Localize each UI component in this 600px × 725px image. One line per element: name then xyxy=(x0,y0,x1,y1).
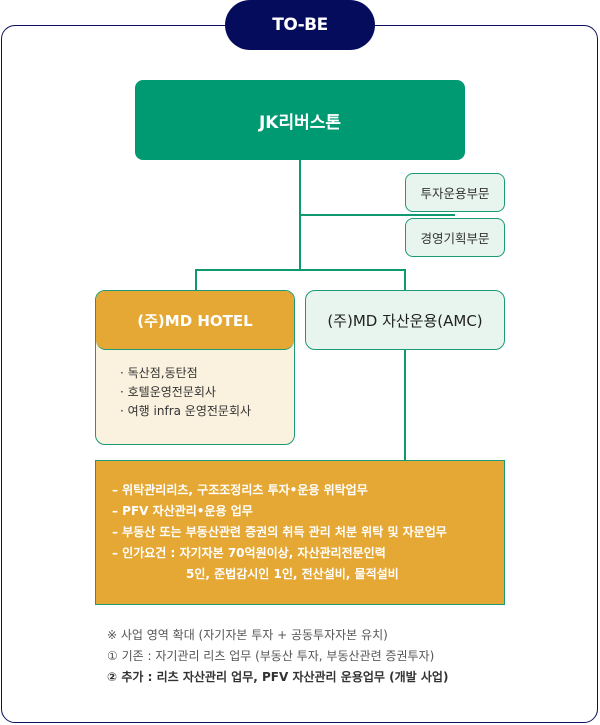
to-be-badge: TO-BE xyxy=(225,0,375,50)
connector-line xyxy=(195,269,197,290)
connector-line xyxy=(404,269,406,290)
connector-line xyxy=(404,350,406,460)
hotel-item: · 호텔운영전문회사 xyxy=(120,385,216,399)
hotel-title: (주)MD HOTEL xyxy=(96,291,294,350)
note: ① 기존 : 자기관리 리츠 업무 (부동산 투자, 부동산관련 증권투자) xyxy=(107,649,435,663)
business-line: – 부동산 또는 부동산관련 증권의 취득 관리 처분 위탁 및 자문업무 xyxy=(112,525,447,539)
connector-line xyxy=(300,214,455,216)
hotel-box: (주)MD HOTEL · 독산점,동탄점 · 호텔운영전문회사 · 여행 in… xyxy=(95,290,295,445)
department-planning: 경영기획부문 xyxy=(405,218,505,257)
connector-line xyxy=(299,160,301,270)
business-line-continuation: 5인, 준법감시인 1인, 전산설비, 물적설비 xyxy=(186,567,399,581)
amc-box: (주)MD 자산운용(AMC) xyxy=(305,290,505,350)
business-scope-box: – 위탁관리리츠, 구조조정리츠 투자•운용 위탁업무 – PFV 자산관리•운… xyxy=(95,460,505,605)
business-line: – PFV 자산관리•운용 업무 xyxy=(112,504,253,518)
business-line: – 위탁관리리츠, 구조조정리츠 투자•운용 위탁업무 xyxy=(112,483,368,497)
note: ※ 사업 영역 확대 (자기자본 투자 + 공동투자자본 유치) xyxy=(107,628,388,642)
root-company-box: JK리버스톤 xyxy=(135,80,465,160)
connector-line xyxy=(195,269,406,271)
department-investment: 투자운용부문 xyxy=(405,173,505,212)
hotel-item: · 여행 infra 운영전문회사 xyxy=(120,404,252,418)
business-line: – 인가요건 : 자기자본 70억원이상, 자산관리전문인력 xyxy=(112,546,386,560)
hotel-item: · 독산점,동탄점 xyxy=(120,366,198,380)
note: ② 추가 : 리츠 자산관리 업무, PFV 자산관리 운용업무 (개발 사업) xyxy=(107,670,449,684)
hotel-items: · 독산점,동탄점 · 호텔운영전문회사 · 여행 infra 운영전문회사 xyxy=(96,350,294,421)
notes: ※ 사업 영역 확대 (자기자본 투자 + 공동투자자본 유치) ① 기존 : … xyxy=(107,625,448,688)
